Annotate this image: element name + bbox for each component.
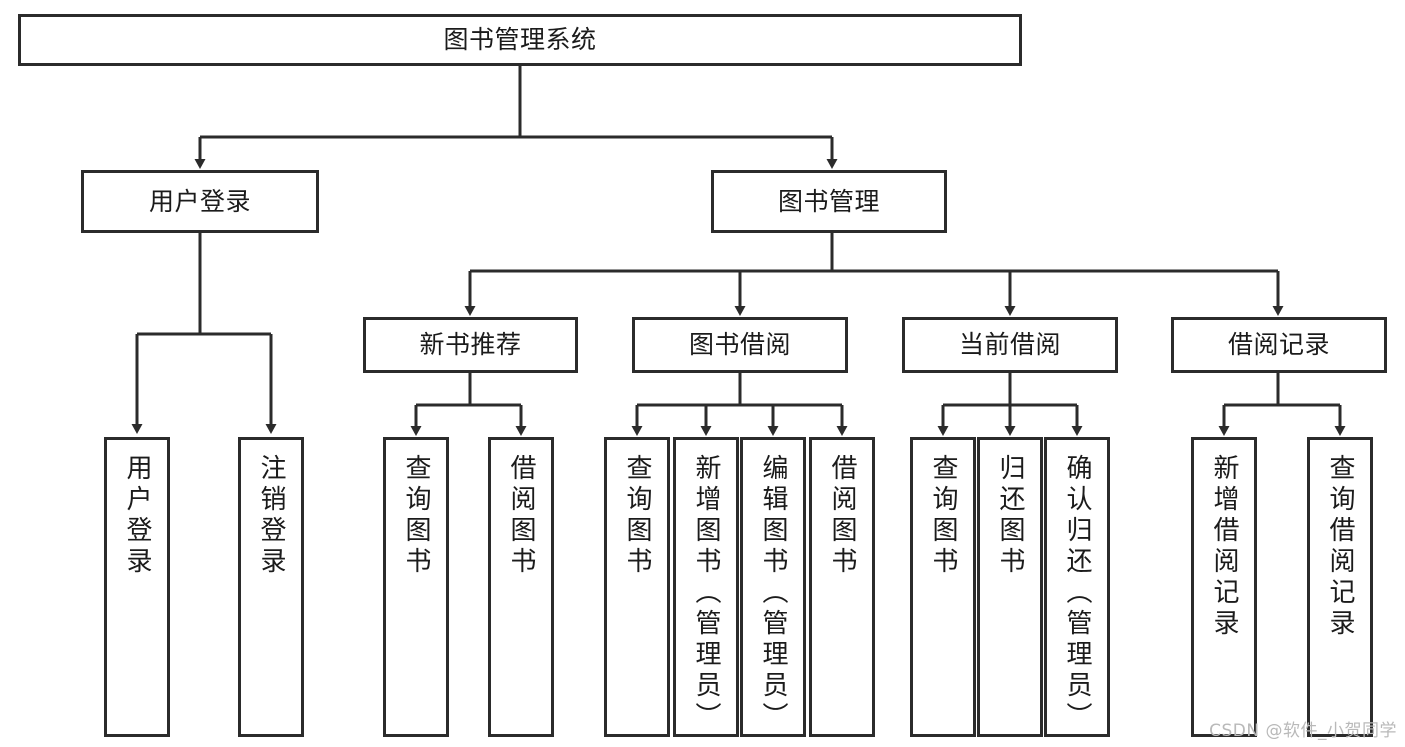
leaf-return-book[interactable]: 归还图书 bbox=[977, 437, 1043, 737]
leaf-borrow-book-1[interactable]: 借阅图书 bbox=[488, 437, 554, 737]
node-user-login[interactable]: 用户登录 bbox=[81, 170, 319, 233]
node-user-login-label: 用户登录 bbox=[148, 186, 251, 216]
leaf-add-borrow-record[interactable]: 新增借阅记录 bbox=[1191, 437, 1257, 737]
node-borrow-record-label: 借阅记录 bbox=[1227, 330, 1330, 360]
leaf-query-book-3[interactable]: 查询图书 bbox=[910, 437, 976, 737]
leaf-query-borrow-record[interactable]: 查询借阅记录 bbox=[1307, 437, 1373, 737]
leaf-query-book-2-label: 查询图书 bbox=[622, 454, 652, 578]
leaf-add-borrow-record-label: 新增借阅记录 bbox=[1209, 454, 1239, 640]
node-book-borrow[interactable]: 图书借阅 bbox=[632, 317, 848, 373]
node-current-borrow[interactable]: 当前借阅 bbox=[902, 317, 1118, 373]
leaf-edit-book-admin-label: 编辑图书（管理员） bbox=[758, 454, 788, 733]
csdn-watermark: CSDN @软件_小贺同学 bbox=[1209, 721, 1397, 741]
node-book-borrow-label: 图书借阅 bbox=[688, 330, 791, 360]
leaf-borrow-book-2-label: 借阅图书 bbox=[827, 454, 857, 578]
leaf-query-book-3-label: 查询图书 bbox=[928, 454, 958, 578]
node-root[interactable]: 图书管理系统 bbox=[18, 14, 1022, 66]
node-book-manage[interactable]: 图书管理 bbox=[711, 170, 947, 233]
leaf-borrow-book-1-label: 借阅图书 bbox=[506, 454, 536, 578]
leaf-user-login-label: 用户登录 bbox=[122, 454, 152, 578]
leaf-confirm-return-admin[interactable]: 确认归还（管理员） bbox=[1044, 437, 1110, 737]
leaf-query-book-1[interactable]: 查询图书 bbox=[383, 437, 449, 737]
leaf-logout[interactable]: 注销登录 bbox=[238, 437, 304, 737]
leaf-confirm-return-admin-label: 确认归还（管理员） bbox=[1062, 454, 1092, 733]
leaf-borrow-book-2[interactable]: 借阅图书 bbox=[809, 437, 875, 737]
leaf-query-borrow-record-label: 查询借阅记录 bbox=[1325, 454, 1355, 640]
leaf-logout-label: 注销登录 bbox=[256, 454, 286, 578]
node-new-book-recommend[interactable]: 新书推荐 bbox=[363, 317, 578, 373]
node-root-label: 图书管理系统 bbox=[443, 25, 597, 55]
node-book-manage-label: 图书管理 bbox=[777, 186, 880, 216]
node-borrow-record[interactable]: 借阅记录 bbox=[1171, 317, 1387, 373]
leaf-return-book-label: 归还图书 bbox=[995, 454, 1025, 578]
leaf-query-book-2[interactable]: 查询图书 bbox=[604, 437, 670, 737]
node-new-book-recommend-label: 新书推荐 bbox=[419, 330, 522, 360]
leaf-query-book-1-label: 查询图书 bbox=[401, 454, 431, 578]
leaf-add-book-admin[interactable]: 新增图书（管理员） bbox=[673, 437, 739, 737]
leaf-add-book-admin-label: 新增图书（管理员） bbox=[691, 454, 721, 733]
node-current-borrow-label: 当前借阅 bbox=[958, 330, 1061, 360]
leaf-user-login[interactable]: 用户登录 bbox=[104, 437, 170, 737]
leaf-edit-book-admin[interactable]: 编辑图书（管理员） bbox=[740, 437, 806, 737]
